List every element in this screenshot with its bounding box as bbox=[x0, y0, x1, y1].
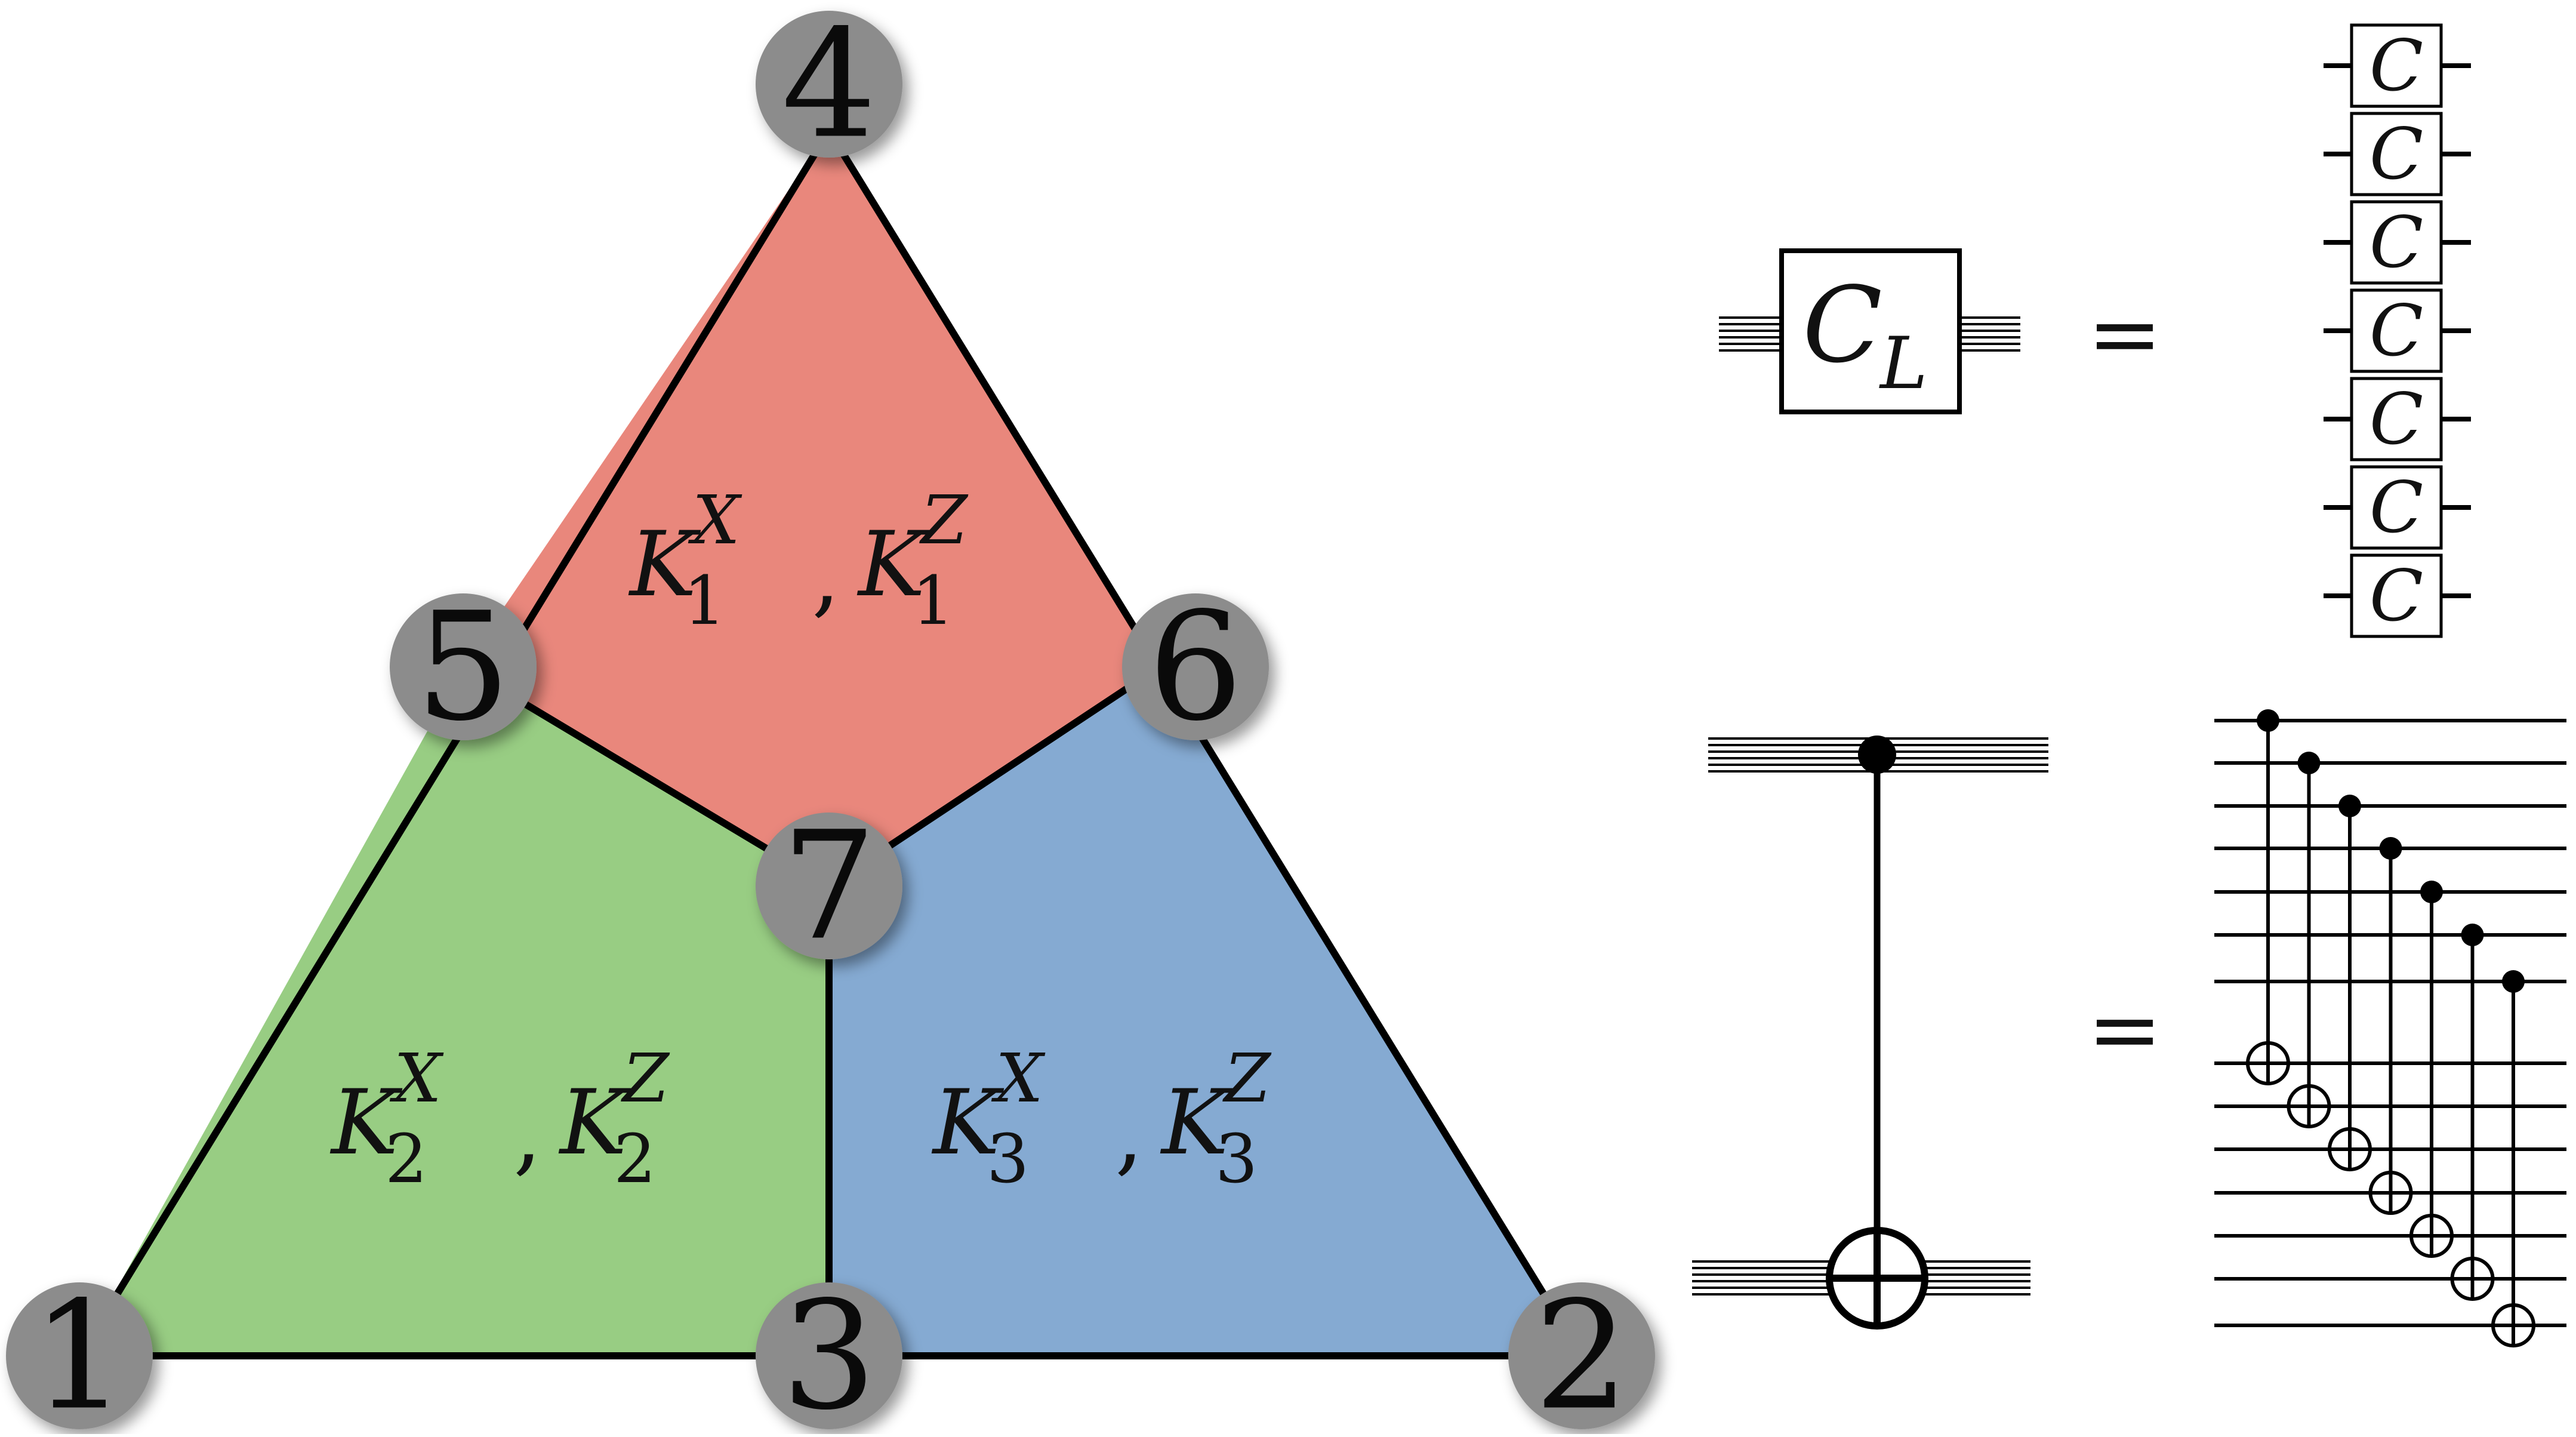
cnot-gate-control bbox=[2461, 924, 2484, 946]
physical-gate-label: C bbox=[2369, 466, 2423, 549]
transversal-cnot-circuit bbox=[2214, 709, 2566, 1347]
equals-sign-bottom: = bbox=[2087, 978, 2162, 1082]
vertex-1-circle bbox=[6, 1282, 153, 1429]
physical-gate: C bbox=[2324, 200, 2471, 285]
physical-gate-label: C bbox=[2369, 113, 2423, 195]
z-stabilizer-superscript: Z bbox=[919, 482, 969, 559]
physical-gate-box bbox=[2350, 288, 2443, 373]
vertex-2-circle bbox=[1508, 1282, 1655, 1429]
cnot-gate bbox=[2287, 752, 2331, 1128]
cnot-gate bbox=[2450, 924, 2495, 1301]
vertex-6-label: 6 bbox=[1148, 580, 1243, 754]
cnot-gate-control bbox=[2379, 837, 2402, 860]
vertex-3-circle bbox=[756, 1282, 902, 1429]
vertex-6-circle bbox=[1122, 593, 1269, 740]
cnot-gate-control bbox=[2297, 752, 2321, 774]
vertex-4-label: 4 bbox=[781, 0, 876, 171]
region-2 bbox=[79, 667, 829, 1356]
cnot-equation: = bbox=[1692, 709, 2566, 1347]
physical-gate: C bbox=[2324, 553, 2471, 638]
region-3 bbox=[829, 667, 1582, 1356]
vertex-2: 2 bbox=[1508, 1269, 1655, 1437]
vertex-5-label: 5 bbox=[415, 580, 510, 754]
cnot-control-dot bbox=[1858, 736, 1896, 774]
physical-gate-label: C bbox=[2369, 24, 2423, 107]
physical-gate-label: C bbox=[2369, 378, 2423, 460]
vertex-4: 4 bbox=[756, 0, 902, 171]
vertex-4-circle bbox=[756, 11, 902, 158]
separator-comma: , bbox=[812, 524, 840, 627]
physical-gate-label: C bbox=[2369, 290, 2423, 372]
vertex-5: 5 bbox=[390, 580, 537, 754]
physical-gate: C bbox=[2324, 465, 2471, 550]
equals-sign-top: = bbox=[2087, 282, 2162, 386]
vertex-3: 3 bbox=[756, 1269, 902, 1437]
region-1 bbox=[463, 131, 1160, 886]
physical-gate-label: C bbox=[2369, 555, 2423, 637]
vertex-7-circle bbox=[756, 813, 902, 959]
z-stabilizer-base: K bbox=[558, 1071, 631, 1175]
triangle-code: K X 1 , K Z 1 K X 2 , K Z 2 K X 3 , K Z … bbox=[6, 0, 1655, 1437]
physical-gate-box bbox=[2350, 112, 2443, 196]
vertex-3-label: 3 bbox=[781, 1269, 876, 1435]
stabilizer-label-region-1: K X 1 , K Z 1 bbox=[628, 482, 969, 640]
vertex-2-label: 2 bbox=[1534, 1269, 1629, 1435]
z-stabilizer-subscript: 3 bbox=[1215, 1121, 1258, 1198]
physical-gate: C bbox=[2324, 288, 2471, 373]
vertex-1-label: 1 bbox=[32, 1269, 127, 1435]
z-stabilizer-superscript: Z bbox=[621, 1040, 670, 1118]
logical-gate-subscript: L bbox=[1879, 322, 1928, 405]
x-stabilizer-subscript: 3 bbox=[987, 1121, 1029, 1198]
physical-gate: C bbox=[2324, 23, 2471, 108]
cnot-gate-control bbox=[2502, 970, 2525, 993]
physical-gate-box bbox=[2350, 377, 2443, 461]
x-stabilizer-base: K bbox=[628, 513, 701, 617]
physical-gate-label: C bbox=[2369, 201, 2423, 284]
z-stabilizer-subscript: 2 bbox=[614, 1121, 656, 1198]
z-stabilizer-base: K bbox=[856, 513, 930, 617]
cnot-gate bbox=[2368, 837, 2413, 1215]
vertex-5-circle bbox=[390, 593, 537, 740]
physical-gate-box bbox=[2350, 200, 2443, 285]
x-stabilizer-superscript: X bbox=[991, 1040, 1046, 1118]
physical-gate-box bbox=[2350, 553, 2443, 638]
physical-gate: C bbox=[2324, 112, 2471, 196]
x-stabilizer-superscript: X bbox=[389, 1040, 444, 1118]
cnot-gate bbox=[2491, 970, 2535, 1347]
x-stabilizer-base: K bbox=[329, 1071, 403, 1175]
physical-gate-box bbox=[2350, 23, 2443, 108]
z-stabilizer-superscript: Z bbox=[1222, 1040, 1272, 1118]
cnot-gate bbox=[2409, 881, 2454, 1258]
logical-gate-base: C bbox=[1802, 265, 1882, 386]
vertex-7-label: 7 bbox=[781, 799, 876, 973]
x-stabilizer-subscript: 2 bbox=[385, 1121, 427, 1198]
physical-gate: C bbox=[2324, 377, 2471, 461]
cnot-gate bbox=[2328, 795, 2372, 1171]
x-stabilizer-base: K bbox=[931, 1071, 1004, 1175]
physical-gate-box bbox=[2350, 465, 2443, 550]
cnot-gate-control bbox=[2338, 795, 2361, 817]
stabilizer-label-region-2: K X 2 , K Z 2 bbox=[329, 1040, 670, 1198]
logical-gate-wires bbox=[1719, 316, 2020, 352]
vertex-6: 6 bbox=[1122, 580, 1269, 754]
separator-comma: , bbox=[1115, 1082, 1144, 1186]
x-stabilizer-superscript: X bbox=[688, 482, 742, 559]
cnot-target bbox=[1826, 1227, 1928, 1330]
cnot-gate bbox=[2246, 709, 2290, 1085]
z-stabilizer-base: K bbox=[1160, 1071, 1233, 1175]
separator-comma: , bbox=[513, 1082, 542, 1186]
z-stabilizer-subscript: 1 bbox=[912, 562, 954, 640]
vertex-7: 7 bbox=[756, 799, 902, 973]
logical-gate-box bbox=[1779, 248, 1962, 414]
stabilizer-label-region-3: K X 3 , K Z 3 bbox=[931, 1040, 1272, 1198]
x-stabilizer-subscript: 1 bbox=[683, 562, 726, 640]
cnot-gate-control bbox=[2257, 709, 2279, 732]
vertex-1: 1 bbox=[6, 1269, 153, 1437]
cnot-gate-control bbox=[2420, 881, 2443, 903]
